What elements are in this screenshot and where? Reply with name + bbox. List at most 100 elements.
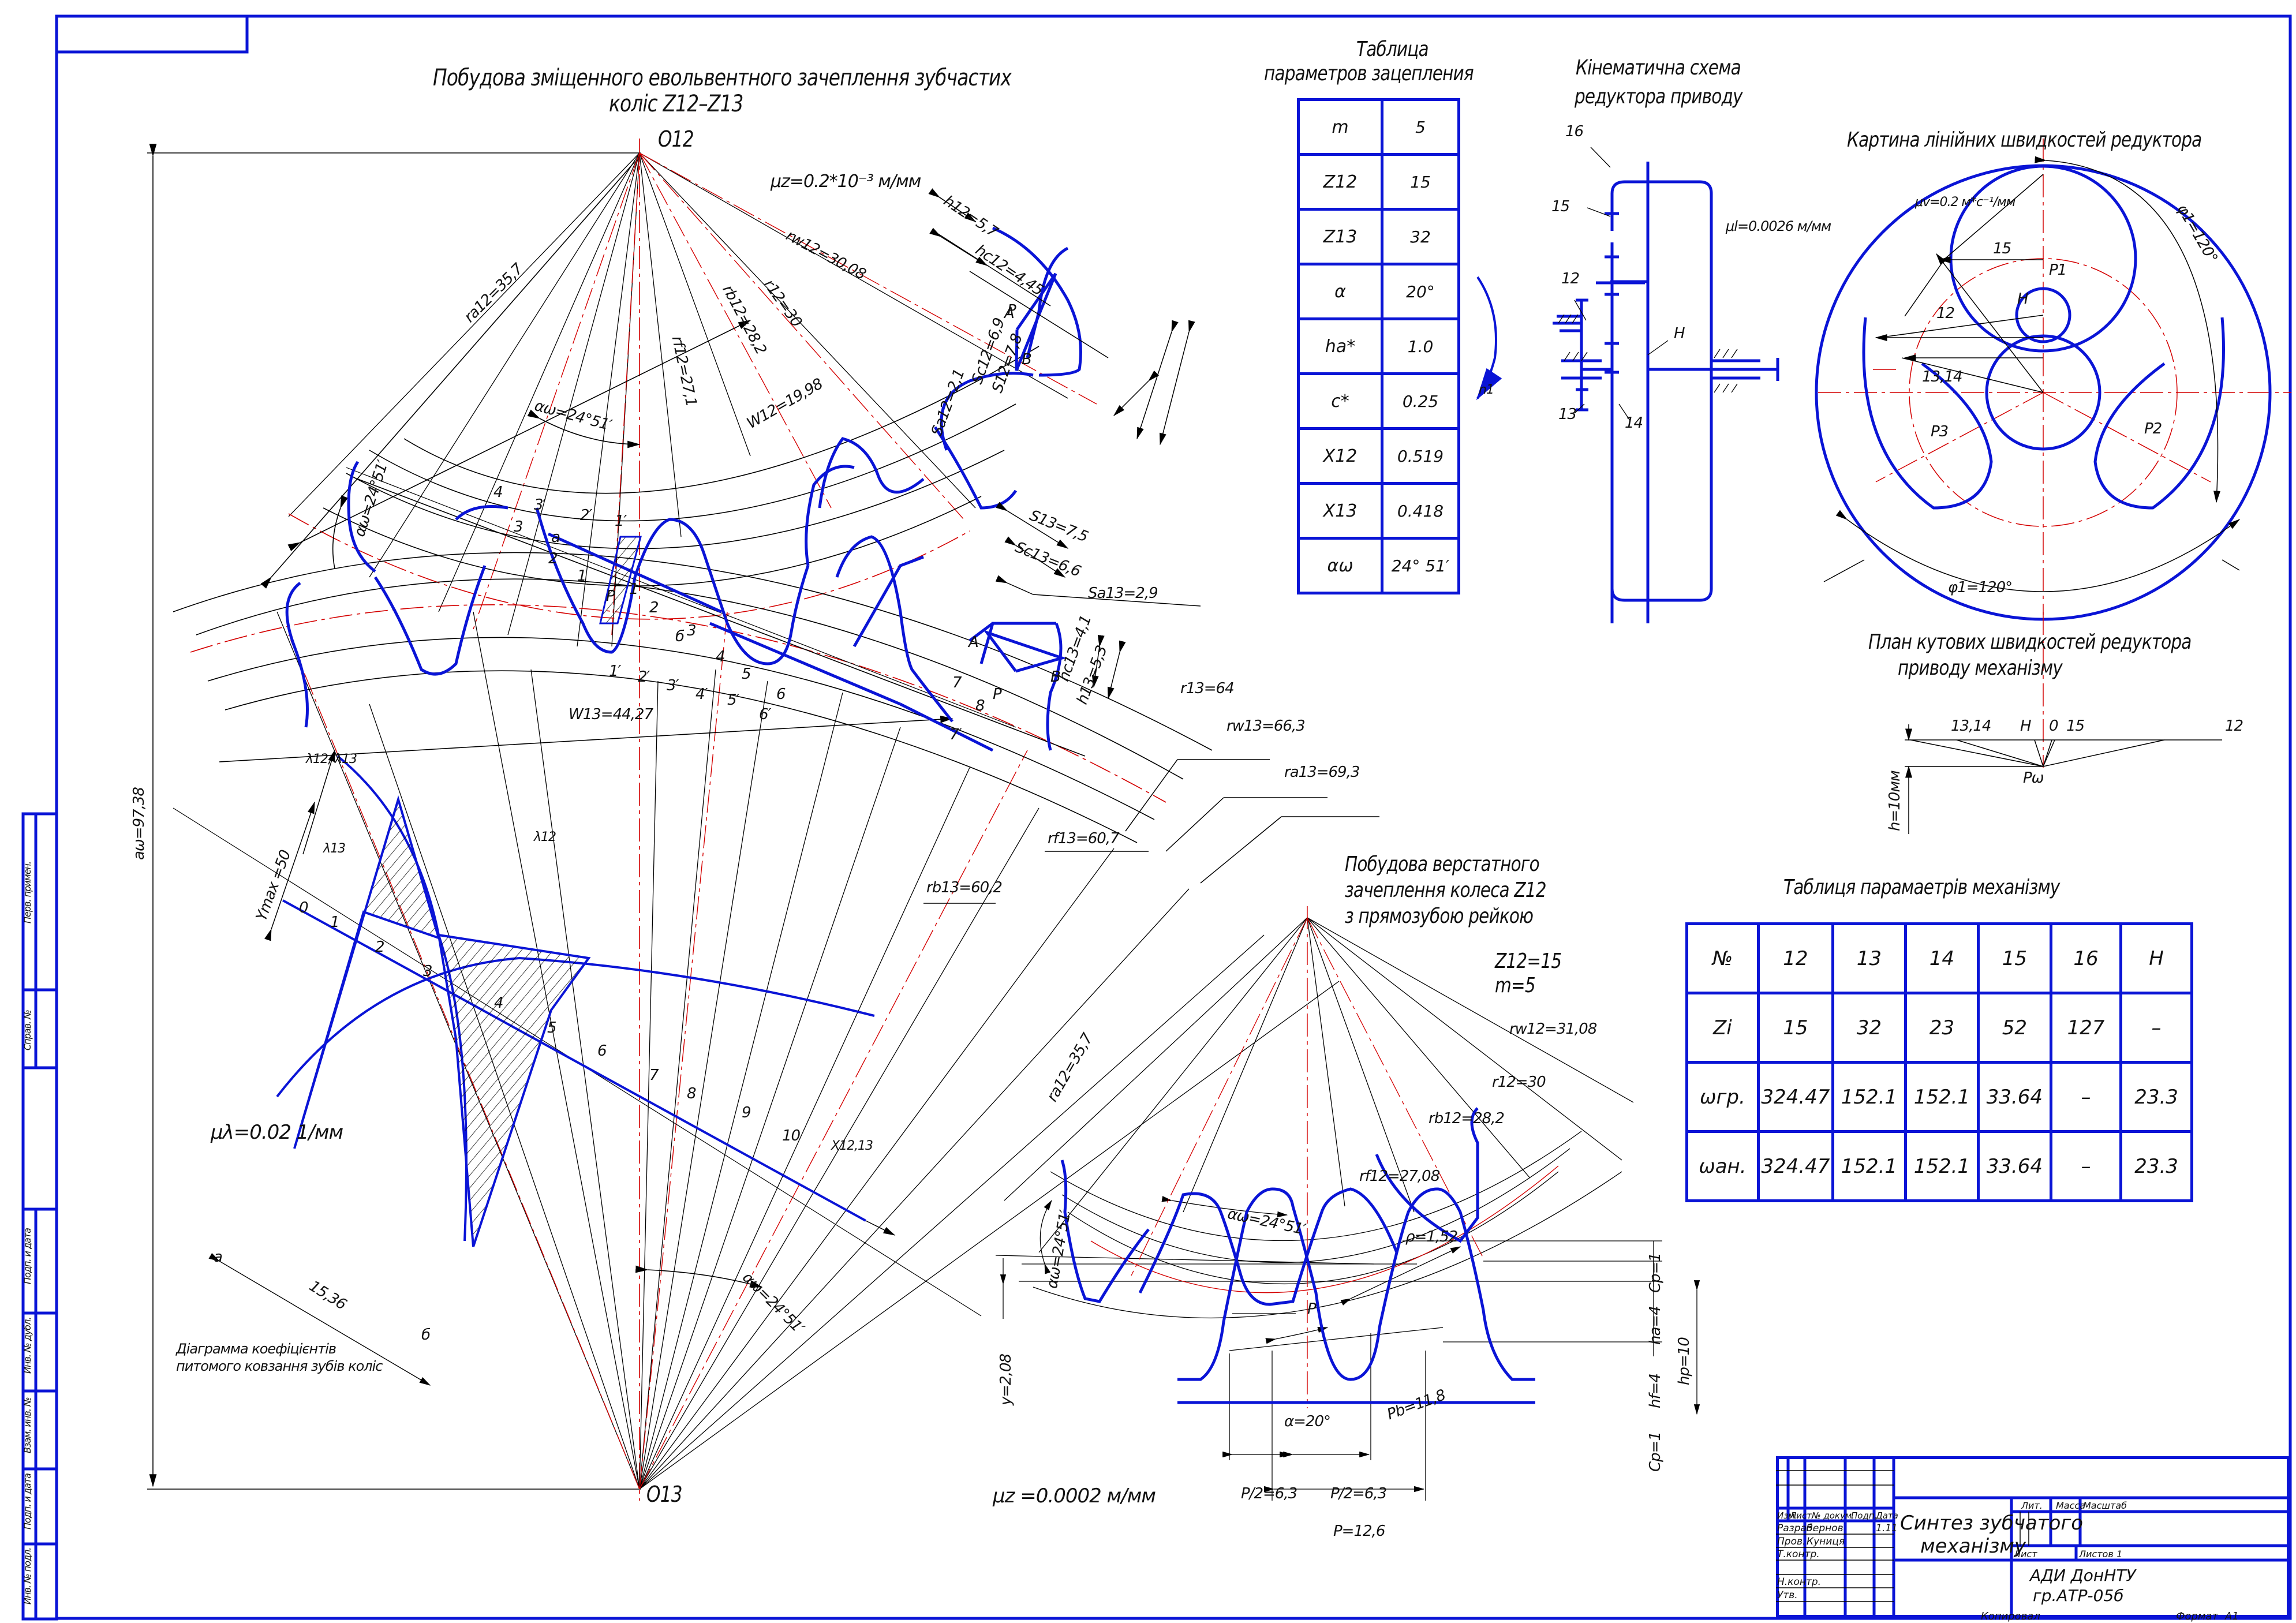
phi-bottom-label: φ1=120° (1948, 579, 2013, 596)
rack-half-p-right: P/2=6,3 (1330, 1485, 1387, 1502)
rack-y: y=2,08 (997, 1353, 1015, 1405)
param-value-cell: 1.0 (1381, 317, 1460, 375)
velocity-scale: μv=0.2 м*с⁻¹/мм (1915, 195, 2015, 210)
kin-label-n1: n1 (1479, 383, 1494, 397)
x-tick-7: 7 (649, 1067, 659, 1084)
param-name-cell: Z13 (1297, 208, 1383, 265)
w13-label: W13=44,27 (569, 706, 653, 723)
sliding-diagram (173, 749, 982, 1386)
ang-label-12: 12 (2225, 717, 2243, 735)
point-2p-upper: 2′ (580, 507, 592, 524)
kin-label-h: H (1674, 325, 1685, 342)
vel-label-12: 12 (1936, 305, 1955, 322)
mech-cell: 127 (2049, 992, 2123, 1064)
main-scale-label: μz=0.2*10⁻³ м/мм (771, 171, 921, 192)
rack-title-line2: зачеплення колеса Z12 (1345, 878, 1546, 902)
tb-scale: Масштаб (2083, 1500, 2127, 1511)
profile-a-upper: A (1004, 305, 1015, 322)
mech-cell: 324.47 (1756, 1061, 1834, 1133)
side-stamp-label: Взам. инв. № (22, 1397, 33, 1453)
x-axis-line (282, 899, 866, 1222)
point-3p-lower: 3′ (667, 677, 679, 694)
tb-lit: Лит. (2021, 1500, 2043, 1511)
point-7-lower: 7 (952, 674, 962, 691)
mech-cell: – (2119, 992, 2193, 1064)
param-value-cell: 0.519 (1381, 427, 1460, 485)
point-6-lower: 6 (776, 686, 786, 703)
vel-label-p2: P2 (2144, 420, 2162, 437)
point-1-lower: 1 (629, 581, 639, 598)
rack-title-line3: з прямозубою рейкою (1345, 904, 1534, 928)
param-name-cell: m (1297, 98, 1383, 156)
point-4-upper: 4 (493, 484, 503, 501)
x-tick-4: 4 (494, 994, 504, 1012)
side-stamp-label: Перв. примен. (22, 861, 33, 923)
x-tick-5: 5 (547, 1019, 557, 1037)
point-6p-lower: 6′ (759, 706, 771, 723)
rack-m: m=5 (1495, 974, 1536, 997)
point-b: б (675, 628, 685, 645)
ground-hatching (1558, 314, 1738, 393)
sliding-x-axis-label: X12,13 (831, 1139, 873, 1153)
point-8-lower: 8 (975, 697, 985, 715)
mech-row-header-cell: ωан. (1685, 1130, 1760, 1202)
ang-label-0: 0 (2049, 717, 2059, 735)
rack-rf12: rf12=27,08 (1359, 1168, 1440, 1185)
mech-cell: 152.1 (1904, 1061, 1980, 1133)
title-block-grid (1776, 1456, 2290, 1618)
x-tick-1: 1 (330, 914, 340, 931)
tb-role-checker: Пров. (1777, 1536, 1806, 1547)
rack-cp-bottom: Cр=1 (1647, 1432, 1664, 1472)
param-name-cell: X13 (1297, 482, 1383, 540)
tb-role-approve: Утв. (1777, 1590, 1798, 1601)
mech-cell: 13 (1831, 922, 1907, 994)
param-table-row: c*0.25 (1297, 372, 1460, 430)
profile-p-lower: P (993, 686, 1002, 703)
rack-p-point: P (1307, 1300, 1317, 1318)
profile-a-lower: A (968, 634, 979, 651)
main-title-line1: Побудова зміщенного евольвентного зачепл… (433, 65, 1012, 91)
tb-checker-name: Куниця (1807, 1536, 1845, 1547)
vel-label-h: H (2017, 290, 2029, 308)
x-tick-2: 2 (375, 938, 385, 956)
side-stamp-label: Подп. и дата (22, 1474, 33, 1529)
rack-rho: ρ=1,52 (1405, 1228, 1458, 1246)
sliding-scale-label: μλ=0.02 1/мм (211, 1121, 343, 1144)
sliding-title-line1: Діаграмма коефіцієнтів (176, 1341, 336, 1357)
param-name-cell: c* (1297, 372, 1383, 430)
rf13-label: rf13=60,7 (1048, 830, 1120, 847)
rack-p-full: P=12,6 (1333, 1523, 1385, 1540)
point-4-lower: 4 (716, 648, 726, 665)
mech-table-title: Таблиця парамаетрів механізму (1783, 876, 2060, 899)
param-value-cell: 5 (1381, 98, 1460, 156)
side-stamp-label: Справ. № (22, 1010, 33, 1050)
param-table-title-line2: параметров зацепления (1264, 62, 1474, 85)
lambda13-label: λ13 (323, 842, 346, 856)
profile-b-upper: B (1022, 351, 1032, 368)
kin-label-15: 15 (1551, 198, 1570, 215)
tb-role-ncontrol: Н.контр. (1777, 1576, 1822, 1588)
rack-r12: r12=30 (1492, 1074, 1546, 1091)
mech-row-header-cell: № (1685, 922, 1760, 994)
angular-h-label: h=10мм (1886, 771, 1904, 831)
rack-rb12: rb12=28,2 (1429, 1110, 1505, 1127)
kin-label-16: 16 (1565, 123, 1584, 140)
center-o13-label: O13 (646, 1482, 683, 1507)
param-name-cell: Z12 (1297, 153, 1383, 211)
point-5p-lower: 5′ (727, 691, 739, 709)
mech-cell: 16 (2049, 922, 2123, 994)
tb-col-list: Лист (1790, 1510, 1812, 1521)
param-name-cell: X12 (1297, 427, 1383, 485)
tb-col-date: Дата (1876, 1510, 1898, 1521)
tb-developer-name: Зернов (1807, 1523, 1843, 1534)
param-table-row: ha*1.0 (1297, 317, 1460, 375)
angular-velocity-plan (1905, 612, 2222, 834)
velocity-title: Картина лінійних швидкостей редуктора (1847, 128, 2202, 152)
